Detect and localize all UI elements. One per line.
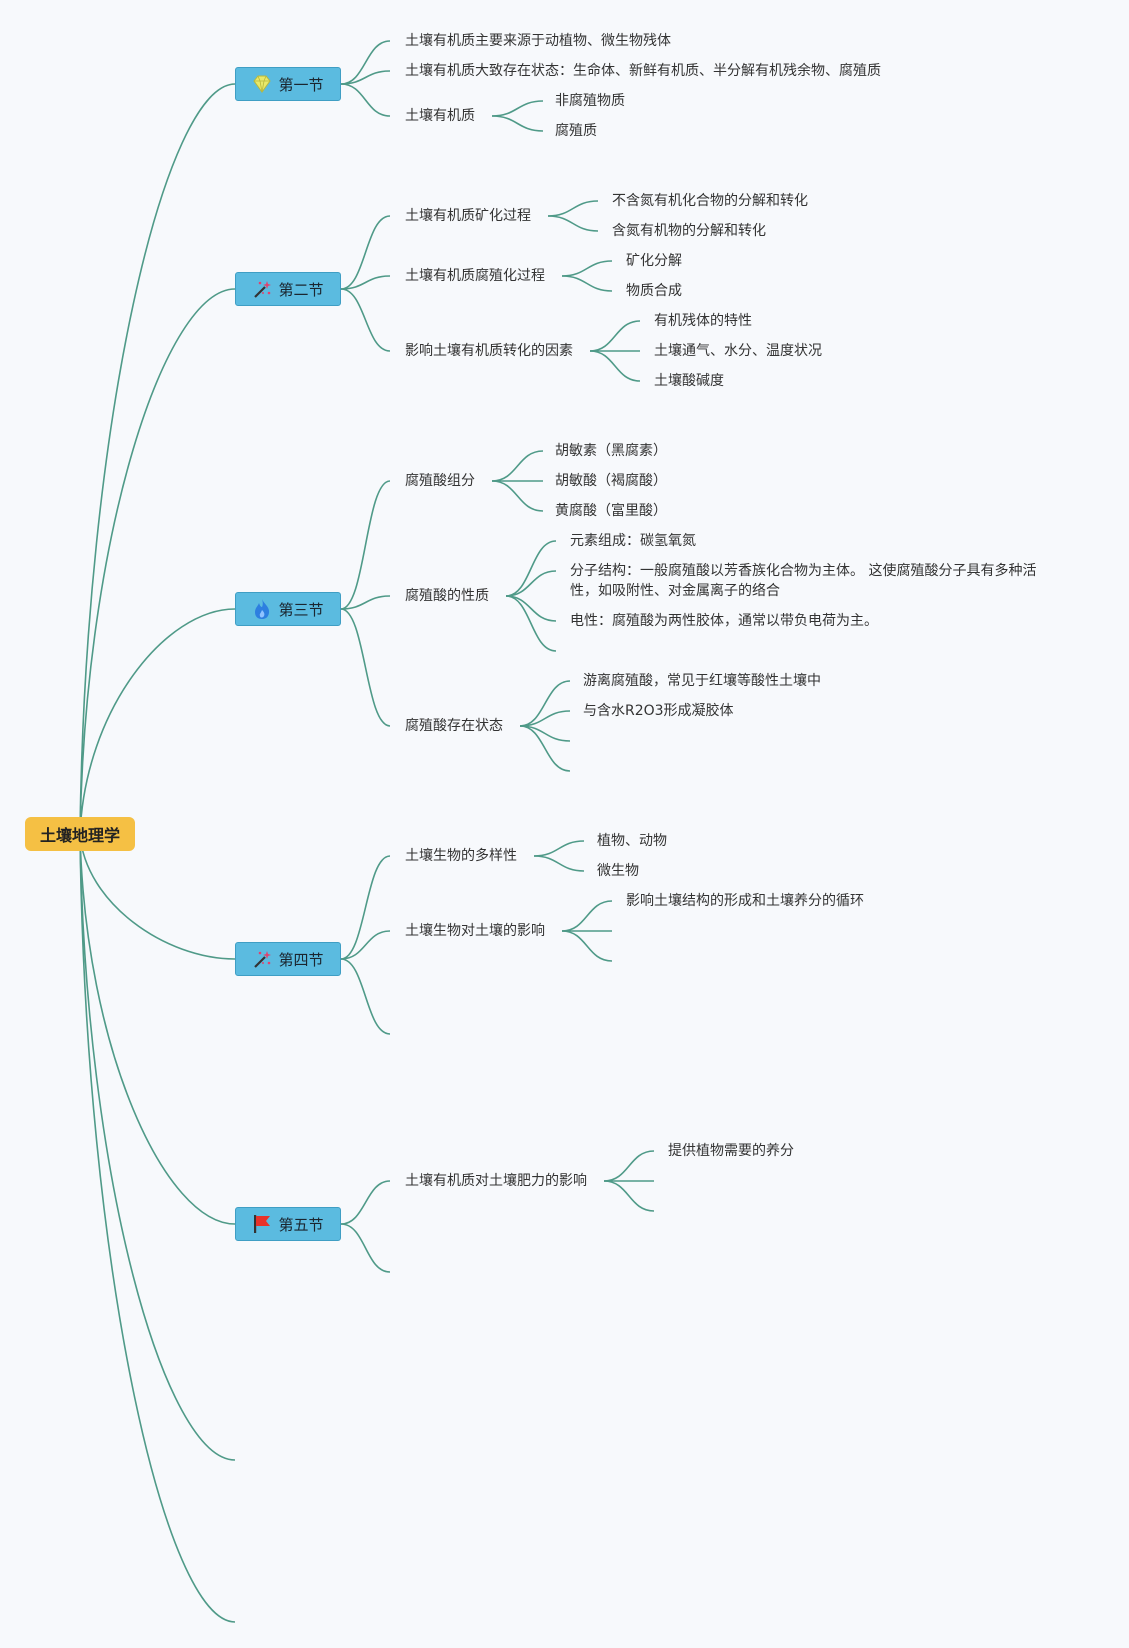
leaf-node[interactable]: 非腐殖物质 xyxy=(555,93,625,109)
leaf-node[interactable]: 腐殖质 xyxy=(555,123,597,139)
leaf-node[interactable]: 土壤通气、水分、温度状况 xyxy=(654,343,822,359)
connector-line xyxy=(519,680,571,727)
connector-line xyxy=(603,1150,655,1182)
topic-node[interactable]: 土壤有机质对土壤肥力的影响 xyxy=(405,1173,587,1189)
leaf-node[interactable]: 提供植物需要的养分 xyxy=(668,1143,794,1159)
connector-line xyxy=(561,930,613,962)
root-connector-line xyxy=(79,833,236,1225)
leaf-node[interactable]: 含氮有机物的分解和转化 xyxy=(612,223,766,239)
section-4-label: 第四节 xyxy=(278,950,324,969)
root-connector-line xyxy=(79,288,236,835)
connector-line xyxy=(340,215,391,290)
connector-line xyxy=(505,540,557,597)
topic-node[interactable]: 土壤有机质大致存在状态：生命体、新鲜有机质、半分解有机残余物、腐殖质 xyxy=(405,63,881,79)
section-3-label: 第三节 xyxy=(278,600,324,619)
connector-line xyxy=(505,595,557,652)
leaf-node[interactable]: 物质合成 xyxy=(626,283,682,299)
magic-wand-icon xyxy=(252,949,272,969)
connector-line xyxy=(340,608,391,727)
leaf-node[interactable]: 与含水R2O3形成凝胶体 xyxy=(583,703,734,719)
topic-node[interactable]: 土壤生物的多样性 xyxy=(405,848,517,864)
connector-line xyxy=(340,595,391,610)
section-1-label: 第一节 xyxy=(278,75,324,94)
connector-line xyxy=(505,570,557,597)
connector-line xyxy=(340,1180,391,1225)
topic-node[interactable]: 土壤有机质 xyxy=(405,108,475,124)
leaf-node[interactable]: 元素组成：碳氢氧氮 xyxy=(570,533,696,549)
leaf-node[interactable]: 分子结构：一般腐殖酸以芳香族化合物为主体。 这使腐殖酸分子具有多种活性，如吸附性… xyxy=(570,563,1037,599)
magic-wand-icon xyxy=(252,279,272,299)
topic-node[interactable]: 影响土壤有机质转化的因素 xyxy=(405,343,573,359)
connector-line xyxy=(340,958,391,1035)
connector-line xyxy=(340,70,391,85)
section-5-label: 第五节 xyxy=(278,1215,324,1234)
connector-line xyxy=(589,350,641,382)
root-connector-line xyxy=(79,608,236,835)
section-2-node[interactable]: 第二节 xyxy=(235,272,341,306)
topic-node[interactable]: 土壤有机质腐殖化过程 xyxy=(405,268,545,284)
connector-line xyxy=(340,83,391,117)
leaf-node[interactable]: 植物、动物 xyxy=(597,833,667,849)
connector-line xyxy=(340,288,391,352)
section-3-node[interactable]: 第三节 xyxy=(235,592,341,626)
leaf-node[interactable]: 不含氮有机化合物的分解和转化 xyxy=(612,193,808,209)
leaf-node[interactable]: 胡敏素（黑腐素） xyxy=(555,443,667,459)
connector-line xyxy=(547,215,599,232)
gem-icon xyxy=(252,74,272,94)
topic-node[interactable]: 土壤有机质矿化过程 xyxy=(405,208,531,224)
topic-node[interactable]: 土壤生物对土壤的影响 xyxy=(405,923,545,939)
connector-line xyxy=(533,840,585,857)
connector-line xyxy=(491,480,544,512)
connector-line xyxy=(340,275,391,290)
section-2-label: 第二节 xyxy=(278,280,324,299)
connector-line xyxy=(561,275,613,292)
section-4-node[interactable]: 第四节 xyxy=(235,942,341,976)
connector-line xyxy=(589,320,641,352)
connector-line xyxy=(340,480,391,610)
connector-line xyxy=(519,725,571,772)
connector-line xyxy=(505,595,557,622)
connector-line xyxy=(340,930,391,960)
connector-line xyxy=(491,115,544,132)
leaf-node[interactable]: 有机残体的特性 xyxy=(654,313,752,329)
connector-line xyxy=(340,40,391,85)
root-connector-line xyxy=(79,833,236,1623)
leaf-node[interactable]: 微生物 xyxy=(597,863,639,879)
topic-node[interactable]: 腐殖酸组分 xyxy=(405,473,475,489)
leaf-node[interactable]: 土壤酸碱度 xyxy=(654,373,724,389)
section-1-node[interactable]: 第一节 xyxy=(235,67,341,101)
connector-line xyxy=(491,450,544,482)
leaf-node[interactable]: 影响土壤结构的形成和土壤养分的循环 xyxy=(626,893,864,909)
connector-line xyxy=(561,900,613,932)
leaf-node[interactable]: 黄腐酸（富里酸） xyxy=(555,503,667,519)
topic-node[interactable]: 腐殖酸的性质 xyxy=(405,588,489,604)
connector-line xyxy=(533,855,585,872)
red-flag-icon xyxy=(252,1214,272,1234)
leaf-node[interactable]: 电性：腐殖酸为两性胶体，通常以带负电荷为主。 xyxy=(570,613,878,629)
leaf-node[interactable]: 矿化分解 xyxy=(626,253,682,269)
root-node[interactable]: 土壤地理学 xyxy=(25,817,135,851)
section-5-node[interactable]: 第五节 xyxy=(235,1207,341,1241)
connector-line xyxy=(561,260,613,277)
connector-line xyxy=(603,1180,655,1212)
connector-line xyxy=(340,1223,391,1273)
connector-line xyxy=(547,200,599,217)
root-connector-line xyxy=(79,833,236,1461)
leaf-node[interactable]: 胡敏酸（褐腐酸） xyxy=(555,473,667,489)
root-connector-line xyxy=(79,83,236,835)
topic-node[interactable]: 腐殖酸存在状态 xyxy=(405,718,503,734)
leaf-node[interactable]: 游离腐殖酸，常见于红壤等酸性土壤中 xyxy=(583,673,821,689)
connector-line xyxy=(340,855,391,960)
flame-icon xyxy=(252,599,272,619)
topic-node[interactable]: 土壤有机质主要来源于动植物、微生物残体 xyxy=(405,33,671,49)
root-connector-line xyxy=(79,833,236,960)
connector-line xyxy=(491,100,544,117)
